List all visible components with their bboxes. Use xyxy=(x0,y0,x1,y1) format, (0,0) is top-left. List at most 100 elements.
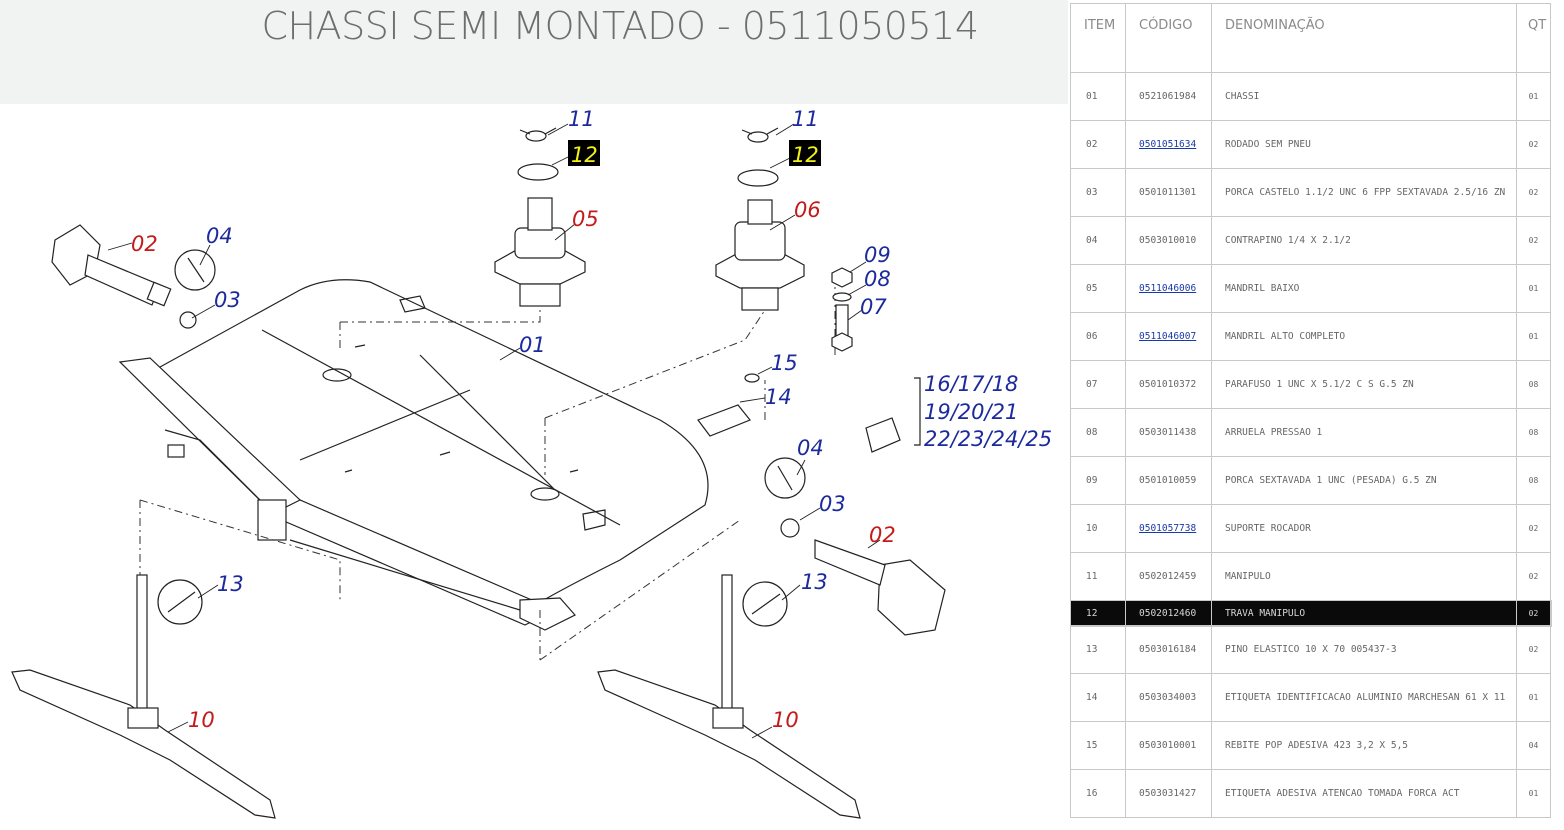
cell-item: 08 xyxy=(1070,408,1126,457)
chassis-deck[interactable] xyxy=(118,279,709,631)
cell-denominacao: PORCA CASTELO 1.1/2 UNC 6 FPP SEXTAVADA … xyxy=(1211,168,1517,217)
callout-07: 07 xyxy=(860,295,887,319)
callout-11-left: 11 xyxy=(568,107,595,131)
cell-item: 11 xyxy=(1070,552,1126,601)
cell-qt: 02 xyxy=(1516,504,1551,553)
cell-codigo: 0501057738 xyxy=(1125,504,1212,553)
blade-left[interactable] xyxy=(11,574,276,819)
callout-10-right: 10 xyxy=(772,708,799,732)
callout-04-left: 04 xyxy=(206,224,233,248)
callout-11-right: 11 xyxy=(792,107,819,131)
cell-denominacao: RODADO SEM PNEU xyxy=(1211,120,1517,169)
header-denominacao[interactable]: DENOMINAÇÃO xyxy=(1211,3,1517,73)
callout-14: 14 xyxy=(765,385,792,409)
part-code-link[interactable]: 0501051634 xyxy=(1139,139,1197,150)
cell-qt: 02 xyxy=(1516,168,1551,217)
callout-12-right: 12 xyxy=(792,143,819,167)
mandril-alto[interactable] xyxy=(715,127,805,311)
cell-qt: 01 xyxy=(1516,673,1551,722)
cell-item: 10 xyxy=(1070,504,1126,553)
callout-13-right: 13 xyxy=(801,570,828,594)
cell-codigo: 0502012459 xyxy=(1125,552,1212,601)
highlight-box-12-right xyxy=(789,140,821,166)
cell-item: 01 xyxy=(1070,72,1126,121)
exploded-parts-diagram: 11 12 05 11 12 06 02 04 03 09 08 07 01 1… xyxy=(11,107,1052,819)
header-item[interactable]: ITEM xyxy=(1070,3,1126,73)
cell-codigo: 0503034003 xyxy=(1125,673,1212,722)
callout-13-left: 13 xyxy=(217,572,244,596)
cell-qt: 01 xyxy=(1516,264,1551,313)
mandril-baixo[interactable] xyxy=(494,127,586,307)
cell-item: 02 xyxy=(1070,120,1126,169)
callout-02-right: 02 xyxy=(869,523,896,547)
cell-codigo: 0503016184 xyxy=(1125,625,1212,674)
callout-12-left: 12 xyxy=(571,143,598,167)
cell-qt: 01 xyxy=(1516,312,1551,361)
cell-denominacao: ETIQUETA IDENTIFICACAO ALUMINIO MARCHESA… xyxy=(1211,673,1517,722)
cell-qt: 02 xyxy=(1516,216,1551,265)
callout-09: 09 xyxy=(864,243,891,267)
cell-item: 04 xyxy=(1070,216,1126,265)
table-header-row: ITEM CÓDIGO DENOMINAÇÃO QT xyxy=(1070,3,1551,73)
callout-01: 01 xyxy=(519,333,546,357)
cell-denominacao: PORCA SEXTAVADA 1 UNC (PESADA) G.5 ZN xyxy=(1211,456,1517,505)
header-codigo[interactable]: CÓDIGO xyxy=(1125,3,1212,73)
hub-right[interactable] xyxy=(764,457,946,636)
cell-qt: 02 xyxy=(1516,600,1551,626)
cell-item: 13 xyxy=(1070,625,1126,674)
cell-item: 16 xyxy=(1070,769,1126,818)
cell-item: 05 xyxy=(1070,264,1126,313)
hub-left[interactable] xyxy=(51,224,216,329)
cell-codigo: 0501051634 xyxy=(1125,120,1212,169)
cell-denominacao: MANDRIL BAIXO xyxy=(1211,264,1517,313)
cell-codigo: 0521061984 xyxy=(1125,72,1212,121)
part-code-link[interactable]: 0511046007 xyxy=(1139,331,1197,342)
cell-denominacao: MANDRIL ALTO COMPLETO xyxy=(1211,312,1517,361)
cell-qt: 01 xyxy=(1516,72,1551,121)
highlight-box-12-left xyxy=(568,140,600,166)
callout-16-17-18: 16/17/18 xyxy=(924,372,1018,396)
part-code-link[interactable]: 0501057738 xyxy=(1139,523,1197,534)
cell-codigo: 0501010372 xyxy=(1125,360,1212,409)
part-code-link[interactable]: 0511046006 xyxy=(1139,283,1197,294)
cell-qt: 08 xyxy=(1516,408,1551,457)
callout-08: 08 xyxy=(864,267,891,291)
cell-qt: 08 xyxy=(1516,360,1551,409)
cell-item: 15 xyxy=(1070,721,1126,770)
cell-denominacao: CHASSI xyxy=(1211,72,1517,121)
callout-15: 15 xyxy=(771,351,798,375)
label-plates[interactable] xyxy=(697,373,921,453)
cell-denominacao: PINO ELASTICO 10 X 70 005437-3 xyxy=(1211,625,1517,674)
bolt-stack[interactable] xyxy=(831,267,853,352)
cell-codigo: 0503010010 xyxy=(1125,216,1212,265)
cell-codigo: 0501011301 xyxy=(1125,168,1212,217)
cell-qt: 08 xyxy=(1516,456,1551,505)
cell-denominacao: MANIPULO xyxy=(1211,552,1517,601)
cell-item: 09 xyxy=(1070,456,1126,505)
cell-denominacao: CONTRAPINO 1/4 X 2.1/2 xyxy=(1211,216,1517,265)
cell-codigo: 0511046006 xyxy=(1125,264,1212,313)
blade-right[interactable] xyxy=(597,574,861,819)
cell-codigo: 0503010001 xyxy=(1125,721,1212,770)
header-qt[interactable]: QT xyxy=(1516,3,1551,73)
cell-item: 14 xyxy=(1070,673,1126,722)
cell-qt: 02 xyxy=(1516,552,1551,601)
cell-qt: 02 xyxy=(1516,625,1551,674)
cell-codigo: 0502012460 xyxy=(1125,600,1212,626)
